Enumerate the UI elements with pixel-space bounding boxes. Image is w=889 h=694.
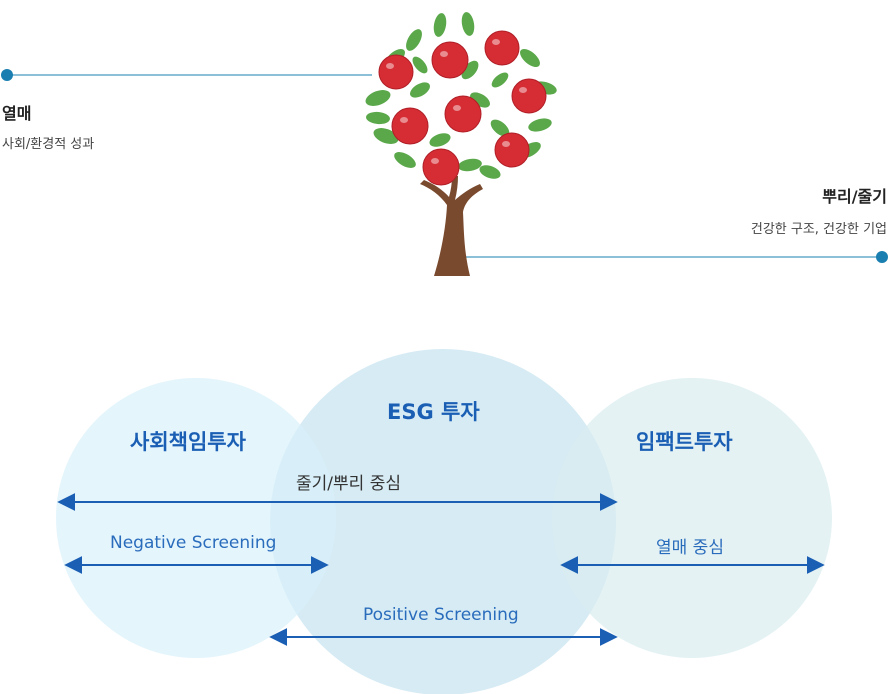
stem-root-label: 줄기/뿌리 중심 [296, 474, 401, 494]
circle-social-responsibility [56, 378, 336, 658]
circle-esg [270, 349, 616, 694]
circle-impact [552, 378, 832, 658]
positive-screening-label: Positive Screening [363, 605, 519, 625]
fruit-focus-label: 열매 중심 [656, 538, 724, 558]
impact-title: 임팩트투자 [636, 430, 733, 454]
social-responsibility-title: 사회책임투자 [130, 430, 246, 454]
roots-subtitle: 건강한 구조, 건강한 기업 [750, 222, 887, 237]
negative-screening-label: Negative Screening [110, 533, 277, 553]
esg-title: ESG 투자 [387, 400, 480, 424]
fruit-subtitle: 사회/환경적 성과 [2, 137, 95, 152]
fruit-connector-dot [1, 69, 13, 81]
roots-connector-dot [876, 251, 888, 263]
apple-tree-icon [365, 12, 557, 276]
fruit-title: 열매 [2, 104, 32, 123]
tree-trunk [420, 176, 483, 276]
roots-title: 뿌리/줄기 [822, 187, 887, 206]
